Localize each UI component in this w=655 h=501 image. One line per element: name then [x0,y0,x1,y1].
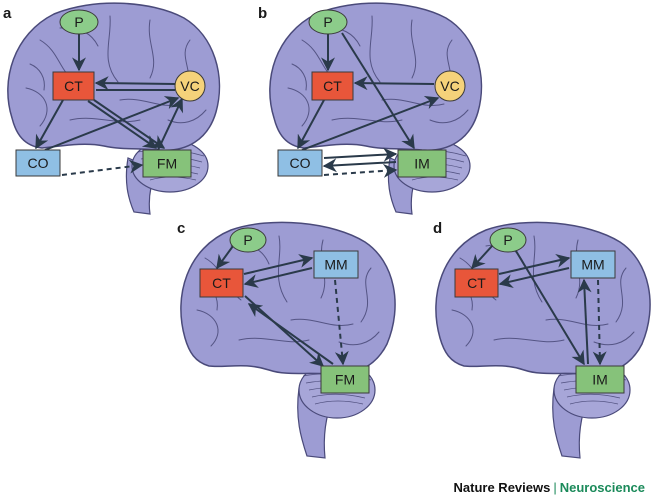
node-vc: VC [174,70,206,102]
node-p-label: P [74,14,83,30]
connection-arrow [322,158,397,173]
node-p: P [489,227,527,253]
node-fm-shape [320,365,370,394]
node-mm-label: MM [581,257,604,273]
node-im-label: IM [414,156,430,172]
node-co: CO [277,149,323,177]
panel-letter-a: a [3,5,12,22]
node-ct-label: CT [323,78,342,94]
node-p-shape [489,227,527,253]
node-fm-label: FM [335,372,355,388]
brain-illustration [435,221,651,459]
connection-arrow [94,76,176,91]
brain-illustration [7,2,221,215]
node-ct-label: CT [64,78,83,94]
credit-separator: | [553,480,557,495]
node-ct: CT [454,268,499,298]
arrows-layer [216,245,349,367]
connection-arrow [44,96,180,151]
node-im: IM [575,365,625,394]
node-mm: MM [570,250,616,279]
node-vc-label: VC [180,78,199,94]
node-ct: CT [199,268,244,298]
connection-arrow [243,267,313,288]
connection-arrow [577,278,592,365]
node-co-shape [277,149,323,177]
node-mm-label: MM [324,257,347,273]
node-ct: CT [311,71,354,101]
node-co-label: CO [28,155,49,171]
node-mm: MM [313,250,359,279]
node-fm-label: FM [157,156,177,172]
node-co: CO [15,149,61,177]
node-p-label: P [243,232,252,248]
node-co-shape [15,149,61,177]
node-p-shape [308,9,348,35]
panel-c: P CT MM FM c [177,220,396,459]
panel-d: P CT MM IM d [433,220,651,459]
connection-arrow [498,267,570,288]
connection-arrow [471,245,493,270]
connection-arrow [353,76,435,91]
journal-name: Neuroscience [559,480,645,495]
node-p: P [229,227,267,253]
node-p-label: P [503,232,512,248]
connection-arrow [87,100,158,149]
connection-arrow [301,95,440,151]
node-p: P [59,9,99,35]
connection-arrow [93,99,166,149]
node-im-label: IM [592,372,608,388]
node-p-shape [229,227,267,253]
node-vc-label: VC [440,78,459,94]
publisher-name: Nature Reviews [453,480,551,495]
panel-letter-c: c [177,220,185,237]
connection-arrow [157,97,183,151]
node-im: IM [397,149,447,178]
node-vc: VC [434,70,466,102]
dashed-connection-arrow [323,163,398,178]
node-ct-shape [199,268,244,298]
node-mm-shape [313,250,359,279]
connection-arrow [341,32,415,150]
node-vc-shape [174,70,206,102]
node-ct-label: CT [467,275,486,291]
connection-arrow [35,99,64,150]
panel-b: P CT VC CO IM b [258,2,483,215]
node-fm-shape [142,149,192,178]
connection-arrow [216,245,234,270]
node-im-shape [575,365,625,394]
connection-arrow [323,147,398,162]
node-p: P [308,9,348,35]
arrows-layer [471,245,607,366]
panel-letter-b: b [258,5,267,22]
node-ct-shape [454,268,499,298]
node-fm: FM [142,149,192,178]
node-co-label: CO [290,155,311,171]
node-ct-shape [311,71,354,101]
dashed-connection-arrow [61,159,144,176]
connection-arrow [247,303,334,365]
node-ct: CT [52,71,95,101]
node-vc-shape [434,70,466,102]
node-ct-label: CT [212,275,231,291]
node-p-label: P [323,14,332,30]
node-mm-shape [570,250,616,279]
connection-arrow [498,253,571,275]
panel-a: P CT VC CO FM a [3,2,221,215]
connection-arrow [243,254,314,275]
node-p-shape [59,9,99,35]
connection-arrow [297,99,325,150]
brain-illustration [269,2,483,215]
arrows-layer [297,32,440,178]
panel-letter-d: d [433,220,442,237]
node-im-shape [397,149,447,178]
arrows-layer [35,34,183,176]
brain-illustration [180,221,396,459]
node-fm: FM [320,365,370,394]
node-ct-shape [52,71,95,101]
connection-arrow [515,250,585,366]
journal-credit: Nature Reviews|Neuroscience [454,480,645,495]
